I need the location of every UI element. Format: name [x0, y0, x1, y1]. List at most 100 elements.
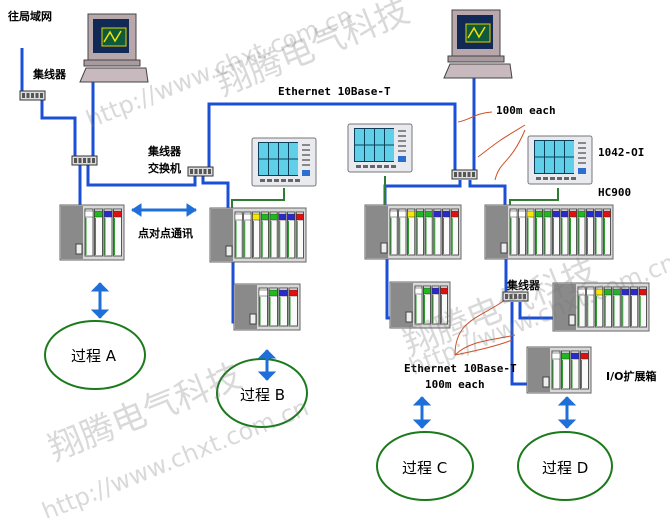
- process-b-ellipse: [216, 358, 308, 428]
- hub-switch-3: [187, 166, 214, 177]
- oi-trend-tile: [279, 143, 288, 159]
- io-module-color-tab: [424, 210, 433, 218]
- io-module-color-tab: [258, 289, 268, 297]
- pc-workstation-2: [443, 9, 513, 79]
- controller-3: [364, 204, 462, 260]
- oi-key: [281, 179, 286, 182]
- hub-port: [87, 158, 91, 163]
- io-module-color-tab: [543, 210, 552, 218]
- trend-line: [467, 26, 486, 39]
- network-port: [542, 376, 550, 388]
- oi-key: [557, 177, 562, 180]
- oi-key: [398, 145, 406, 147]
- arrow-head-right: [186, 203, 197, 217]
- io-module-color-tab: [451, 210, 459, 218]
- note-curve: [454, 299, 506, 356]
- lan-label: 往局域网: [8, 10, 52, 23]
- hub-port: [514, 294, 517, 299]
- process-a-arrow: [90, 282, 110, 319]
- io-module-color-tab: [586, 288, 595, 296]
- oi-trend-tile: [565, 141, 574, 157]
- note-curve: [477, 124, 526, 158]
- io-module-color-tab: [287, 213, 295, 221]
- oi-key: [578, 152, 586, 154]
- hub-port: [203, 169, 207, 174]
- io-module: [450, 208, 459, 256]
- oi-key: [550, 177, 555, 180]
- hub-port: [26, 93, 30, 98]
- io-module-color-tab: [518, 210, 526, 218]
- hub-port: [523, 294, 526, 299]
- oi-key: [274, 179, 279, 182]
- io-module: [509, 208, 518, 256]
- hub-port: [472, 172, 475, 177]
- io-module-color-tab: [604, 288, 612, 296]
- arrow-head-down: [412, 419, 432, 429]
- oi-trend-tile: [375, 145, 384, 161]
- pc-base: [447, 55, 505, 63]
- io-module: [252, 211, 261, 259]
- oi-logo: [398, 156, 406, 162]
- io-module: [278, 211, 287, 259]
- hub-port: [194, 169, 198, 174]
- io-module-color-tab: [423, 287, 431, 295]
- io-module: [389, 208, 398, 256]
- oi-key: [260, 179, 265, 182]
- cable-hub2-hub3: [86, 165, 197, 187]
- arrow-head-down: [257, 371, 277, 381]
- process-b-label: 过程 B: [240, 386, 286, 404]
- io-module-color-tab: [243, 213, 252, 221]
- each-top-label: 100m each: [496, 104, 556, 117]
- operator-interface-1: [251, 137, 317, 187]
- io-module-color-tab: [288, 289, 298, 297]
- oi-trend-tile: [269, 159, 278, 175]
- oi-key: [578, 147, 586, 149]
- arrow-head-up: [557, 396, 577, 406]
- io-module-color-tab: [278, 289, 288, 297]
- hub-port: [208, 169, 211, 174]
- expansion-rack-4: [552, 282, 650, 332]
- arrow-head-up: [257, 349, 277, 359]
- oi-trend-tile: [289, 143, 298, 159]
- io-module: [113, 208, 122, 257]
- oi-key: [302, 144, 310, 146]
- arrow-head-down: [90, 309, 110, 319]
- arrow-head-up: [412, 396, 432, 406]
- network-port: [249, 313, 257, 325]
- io-module: [440, 285, 448, 325]
- process-ellipses: [44, 320, 613, 501]
- controller-1: [59, 204, 125, 261]
- oi-trend-tile: [385, 129, 394, 145]
- io-module: [258, 287, 268, 327]
- note-curve: [454, 339, 513, 356]
- io-module: [398, 208, 407, 256]
- oi-trend-tile: [259, 159, 268, 175]
- controller-2: [209, 207, 307, 263]
- oi-key: [288, 179, 293, 182]
- io-module: [287, 211, 296, 259]
- keyboard: [79, 67, 149, 83]
- note-curve: [457, 111, 493, 123]
- arrow-head-left: [131, 203, 142, 217]
- hub-port: [463, 172, 466, 177]
- io-module-color-tab: [621, 288, 630, 296]
- io-module-color-tab: [268, 289, 278, 297]
- each-bottom-label: 100m each: [425, 378, 485, 391]
- hub-port: [454, 172, 457, 177]
- io-module: [577, 208, 586, 256]
- oi-trend-tile: [535, 157, 544, 173]
- io-module: [288, 287, 298, 327]
- oi-trend-tile: [365, 129, 374, 145]
- io-module: [94, 208, 103, 257]
- io-module: [433, 208, 442, 256]
- process-c-label: 过程 C: [402, 459, 448, 477]
- io-module-color-tab: [416, 210, 424, 218]
- operator-interface-2: [347, 123, 413, 173]
- io-module: [295, 211, 304, 259]
- oi-key: [370, 165, 375, 168]
- io-module-color-tab: [414, 287, 423, 295]
- io-module: [595, 286, 604, 328]
- io-module-color-tab: [84, 210, 94, 218]
- io-module-color-tab: [580, 352, 589, 360]
